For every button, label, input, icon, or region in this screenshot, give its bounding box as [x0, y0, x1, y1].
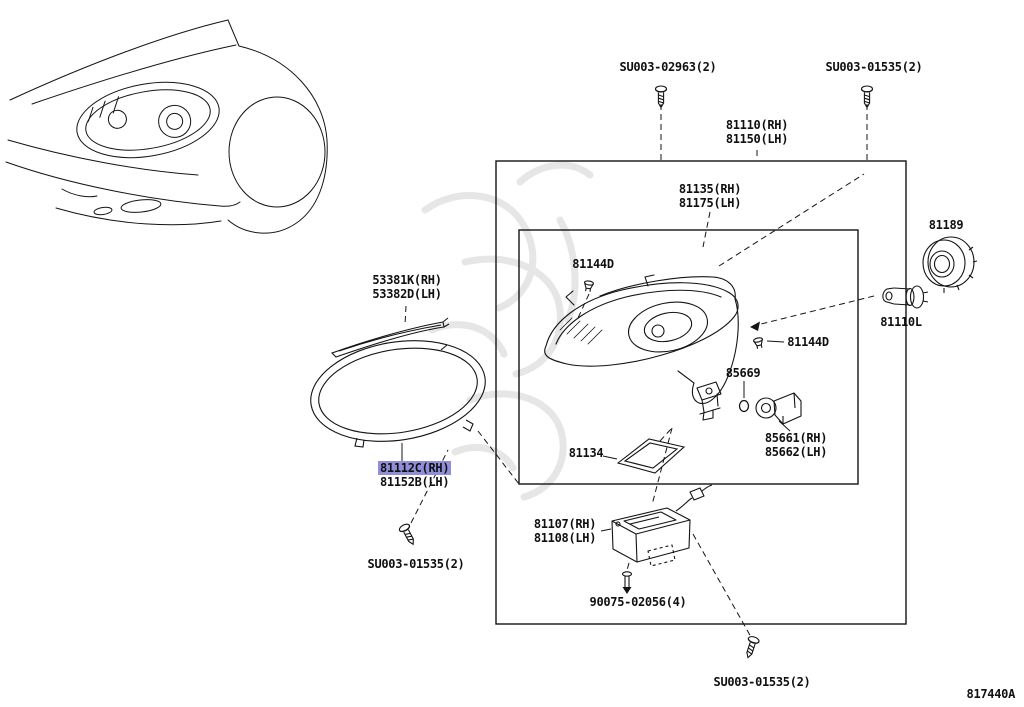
ballast-drawing [611, 484, 713, 567]
part-label-oring[interactable]: 85669 [725, 366, 761, 380]
unit-outline-box [518, 229, 859, 485]
part-number-lens-rh-selected[interactable]: 81112C(RH) [378, 461, 452, 475]
gasket-drawing [616, 438, 686, 474]
retainer-ring-drawing [922, 236, 978, 293]
clip-icon-lower [752, 336, 765, 350]
oring-drawing [738, 399, 750, 413]
screw-icon-left [397, 522, 419, 548]
part-label-lens[interactable]: 81112C(RH) 81152B(LH) [378, 461, 452, 489]
part-number-igniter-lh[interactable]: 85662(LH) [764, 444, 828, 459]
car-headlight-sketch [76, 81, 220, 159]
part-label-retainer-ring[interactable]: 81189 [928, 218, 964, 232]
bulb-arrow [750, 321, 760, 331]
part-number-ballast-rh[interactable]: 81107(RH) [533, 517, 597, 531]
car-sketch [5, 19, 328, 234]
part-label-igniter[interactable]: 85661(RH) 85662(LH) [764, 431, 828, 459]
bulb-drawing [882, 285, 929, 309]
part-number-headlamp-assy-rh[interactable]: 81110(RH) [725, 118, 789, 132]
clip-icon-upper [582, 279, 595, 293]
part-label-molding[interactable]: 53381K(RH) 53382D(LH) [372, 273, 442, 301]
part-label-headlamp-unit[interactable]: 81135(RH) 81175(LH) [678, 182, 742, 210]
part-label-screw-top-right[interactable]: SU003-01535(2) [825, 60, 923, 74]
part-number-headlamp-unit-rh[interactable]: 81135(RH) [678, 182, 742, 196]
molding-drawing [330, 317, 450, 358]
part-label-ballast[interactable]: 81107(RH) 81108(LH) [533, 517, 597, 545]
part-number-molding-lh[interactable]: 53382D(LH) [372, 286, 442, 301]
part-label-clip-lower[interactable]: 81144D [787, 335, 829, 349]
part-number-lens-lh[interactable]: 81152B(LH) [380, 474, 450, 489]
part-label-screw-top-center[interactable]: SU003-02963(2) [619, 60, 717, 74]
part-label-gasket[interactable]: 81134 [568, 446, 604, 460]
screw-icons [397, 85, 874, 660]
part-number-ballast-lh[interactable]: 81108(LH) [533, 530, 597, 545]
part-label-screw-left[interactable]: SU003-01535(2) [367, 557, 465, 571]
headlamp-unit-drawing [544, 274, 739, 421]
part-label-clip-upper[interactable]: 81144D [572, 257, 614, 271]
part-label-bolt[interactable]: 90075-02056(4) [589, 595, 687, 609]
screw-icon-bottom [742, 634, 761, 660]
diagram-code: 817440A [966, 687, 1016, 701]
watermark [421, 161, 594, 501]
part-label-headlamp-assy[interactable]: 81110(RH) 81150(LH) [725, 118, 789, 146]
part-label-screw-bottom[interactable]: SU003-01535(2) [713, 675, 811, 689]
part-number-headlamp-assy-lh[interactable]: 81150(LH) [725, 131, 789, 146]
lens-drawing [310, 340, 486, 448]
igniter-drawing [755, 392, 802, 425]
part-label-bulb[interactable]: 81110L [880, 315, 922, 329]
connector-lines [404, 104, 875, 638]
bolt-drawing [621, 571, 633, 594]
leader-lines [401, 340, 791, 532]
part-number-igniter-rh[interactable]: 85661(RH) [764, 431, 828, 445]
assembly-outline-box [495, 160, 907, 625]
part-number-headlamp-unit-lh[interactable]: 81175(LH) [678, 195, 742, 210]
part-number-molding-rh[interactable]: 53381K(RH) [372, 273, 442, 287]
